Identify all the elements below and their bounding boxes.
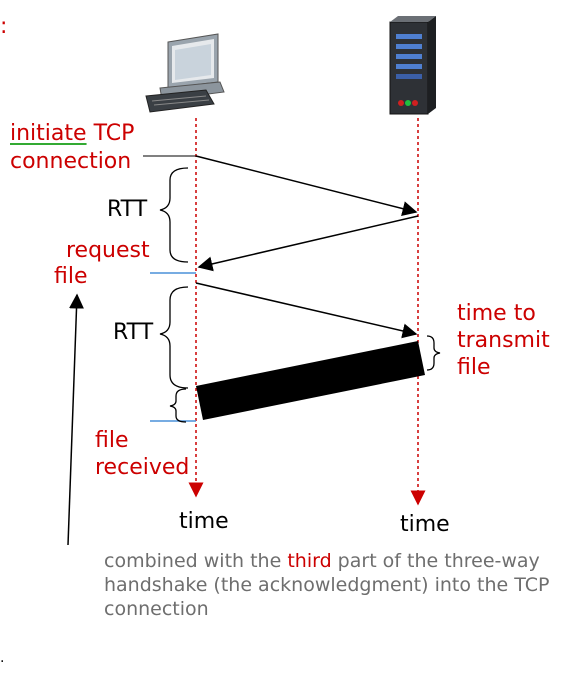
note-before: combined with the <box>104 550 288 572</box>
initiate-word: initiate <box>10 121 87 146</box>
synack-arrow <box>197 215 419 272</box>
rtt-label-2: RTT <box>113 320 154 345</box>
rtt-brace-1 <box>159 167 189 263</box>
file-brace-small <box>169 388 187 423</box>
transmit-brace <box>426 335 441 371</box>
server-tower-icon <box>389 16 436 115</box>
initiate-tcp-label: initiate TCP <box>10 121 134 147</box>
header-fragment: : <box>0 14 8 39</box>
client-time-label: time <box>179 509 229 534</box>
footer-fragment: . <box>0 650 5 666</box>
request-label-line2: file <box>54 264 88 289</box>
file-received-line1: file <box>95 428 129 453</box>
note-highlight: third <box>287 550 332 572</box>
note-after: part of the three-way handshake (the ack… <box>104 550 550 620</box>
client-computer-icon <box>145 33 225 113</box>
note-pointer-arrow <box>67 293 85 546</box>
time-to-transmit-line3: file <box>457 355 491 380</box>
rtt-brace-2 <box>159 286 189 389</box>
tcp-word: TCP <box>93 121 135 146</box>
file-received-line2: received <box>95 455 190 480</box>
rtt-label-1: RTT <box>107 197 148 222</box>
request-label-line1: request <box>66 238 150 263</box>
time-to-transmit-line2: transmit <box>457 328 550 353</box>
server-time-label: time <box>400 512 450 537</box>
syn-arrow <box>195 155 418 216</box>
file-transmission-block <box>196 341 425 420</box>
handshake-note: combined with the third part of the thre… <box>104 549 564 621</box>
connection-word: connection <box>10 149 132 174</box>
time-to-transmit-line1: time to <box>457 301 536 326</box>
request-arrow <box>195 282 418 339</box>
